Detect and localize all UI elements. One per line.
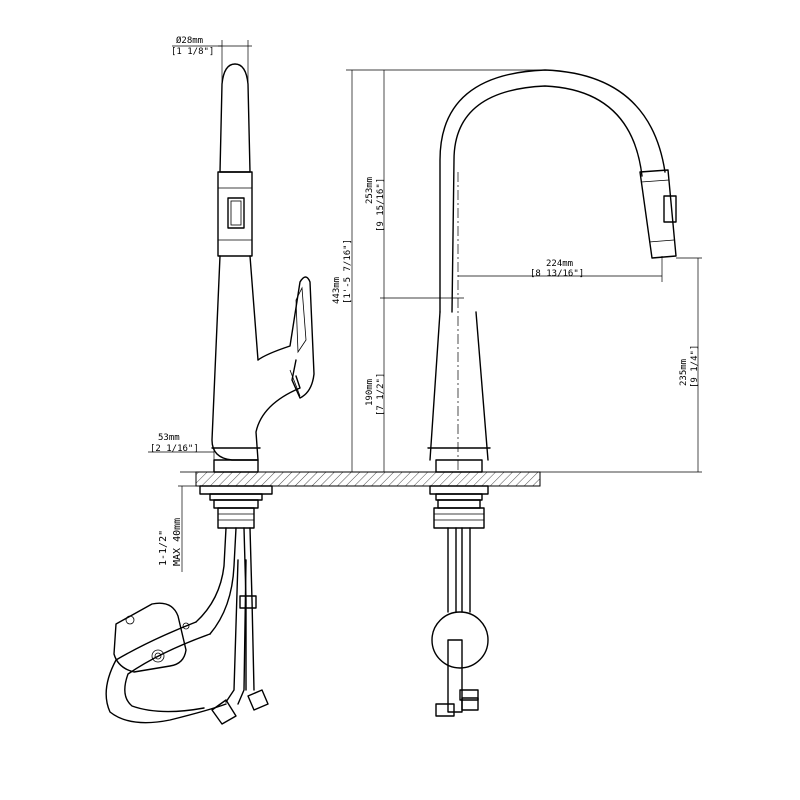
- upper-height-imperial: [9 15/16"]: [376, 178, 386, 232]
- dimension-lower-height: 190mm [7 1/2"]: [365, 298, 386, 472]
- hole-size-line1: 1-1/2": [158, 530, 169, 566]
- dimension-hole-size: 1-1/2" MAX 40mm: [158, 485, 200, 572]
- spray-button: [227, 197, 245, 229]
- spout-clearance-imperial: [9 1/4"]: [690, 345, 700, 388]
- base-diameter-imperial: [2 1/16"]: [150, 444, 199, 454]
- lower-height-metric: 190mm: [365, 379, 375, 406]
- overall-height-metric: 443mm: [332, 277, 342, 304]
- hole-size-line2: MAX 40mm: [172, 518, 183, 566]
- upper-height-metric: 253mm: [365, 177, 375, 204]
- dimension-overall-height: 443mm [1'-5 7/16"]: [332, 69, 545, 472]
- faucet-side-view: [105, 63, 315, 725]
- reach-imperial: [8 13/16"]: [530, 269, 584, 279]
- dimension-upper-height: 253mm [9 15/16"]: [365, 70, 464, 299]
- dimension-outlet-diameter: Ø28mm [1 1/8"]: [171, 35, 252, 84]
- lower-height-imperial: [7 1/2"]: [376, 373, 386, 416]
- reach-metric: 224mm: [546, 259, 573, 269]
- overall-height-imperial: [1'-5 7/16"]: [343, 239, 353, 304]
- outlet-diameter-metric: Ø28mm: [176, 35, 203, 46]
- faucet-front-view: [427, 69, 677, 717]
- outlet-diameter-imperial: [1 1/8"]: [171, 47, 214, 57]
- hose-weight: [113, 602, 190, 673]
- countertop: [180, 471, 541, 487]
- lever-handle: [257, 276, 315, 399]
- dimension-base-diameter: 53mm [2 1/16"]: [148, 433, 215, 460]
- dimension-spout-clearance: 235mm [9 1/4"]: [540, 257, 702, 473]
- spout-clearance-metric: 235mm: [679, 359, 689, 386]
- base-diameter-metric: 53mm: [158, 433, 180, 443]
- dimension-reach: 224mm [8 13/16"]: [458, 256, 663, 282]
